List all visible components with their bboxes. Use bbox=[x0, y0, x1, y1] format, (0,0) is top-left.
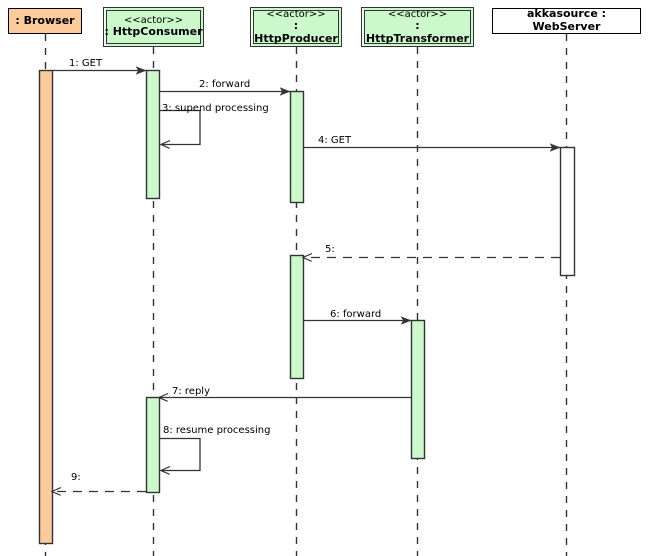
activation-bar-httpconsumer[interactable] bbox=[145, 396, 161, 494]
participant-head-httptransformer[interactable]: <<actor>>: HttpTransformer bbox=[361, 7, 474, 47]
activation-bars-group bbox=[38, 69, 576, 545]
message-label-7: 7: reply bbox=[172, 386, 210, 397]
participant-name-browser: : Browser bbox=[15, 13, 75, 27]
participant-stereotype-httpconsumer: <<actor>> bbox=[123, 14, 184, 26]
message-label-2: 2: forward bbox=[199, 79, 251, 90]
participant-name-httpproducer: : HttpProducer bbox=[254, 19, 338, 45]
participant-stereotype-httpproducer: <<actor>> bbox=[266, 8, 326, 20]
message-label-9: 9: bbox=[71, 472, 81, 483]
participant-name-httptransformer: : HttpTransformer bbox=[365, 19, 470, 45]
activation-bar-httptransformer[interactable] bbox=[410, 319, 426, 460]
message-label-6: 6: forward bbox=[330, 309, 382, 320]
message-label-5: 5: bbox=[325, 244, 335, 255]
lifelines-group bbox=[44, 34, 568, 556]
participant-name-httpconsumer: : HttpConsumer bbox=[104, 25, 203, 39]
message-self-3[interactable] bbox=[159, 109, 201, 145]
participant-name-webserver: akkasource : WebServer bbox=[526, 7, 607, 33]
participant-head-httpproducer[interactable]: <<actor>>: HttpProducer bbox=[250, 7, 342, 47]
participant-head-browser[interactable]: : Browser bbox=[8, 8, 82, 34]
message-label-3: 3: supend processing bbox=[162, 103, 269, 114]
message-self-8[interactable] bbox=[159, 437, 201, 471]
activation-bar-httpproducer[interactable] bbox=[289, 254, 305, 380]
messages-group bbox=[52, 71, 560, 492]
activation-bar-httpproducer[interactable] bbox=[289, 90, 305, 204]
participant-stereotype-httptransformer: <<actor>> bbox=[387, 8, 448, 20]
activation-bar-browser[interactable] bbox=[38, 69, 54, 545]
message-label-1: 1: GET bbox=[69, 58, 103, 69]
message-label-8: 8: resume processing bbox=[163, 425, 271, 436]
activation-bar-webserver[interactable] bbox=[559, 146, 576, 277]
activation-bar-httpconsumer[interactable] bbox=[145, 69, 161, 200]
participant-head-webserver[interactable]: akkasource : WebServer bbox=[492, 7, 641, 34]
message-label-4: 4: GET bbox=[318, 135, 352, 146]
participant-head-httpconsumer[interactable]: <<actor>>: HttpConsumer bbox=[103, 7, 204, 47]
